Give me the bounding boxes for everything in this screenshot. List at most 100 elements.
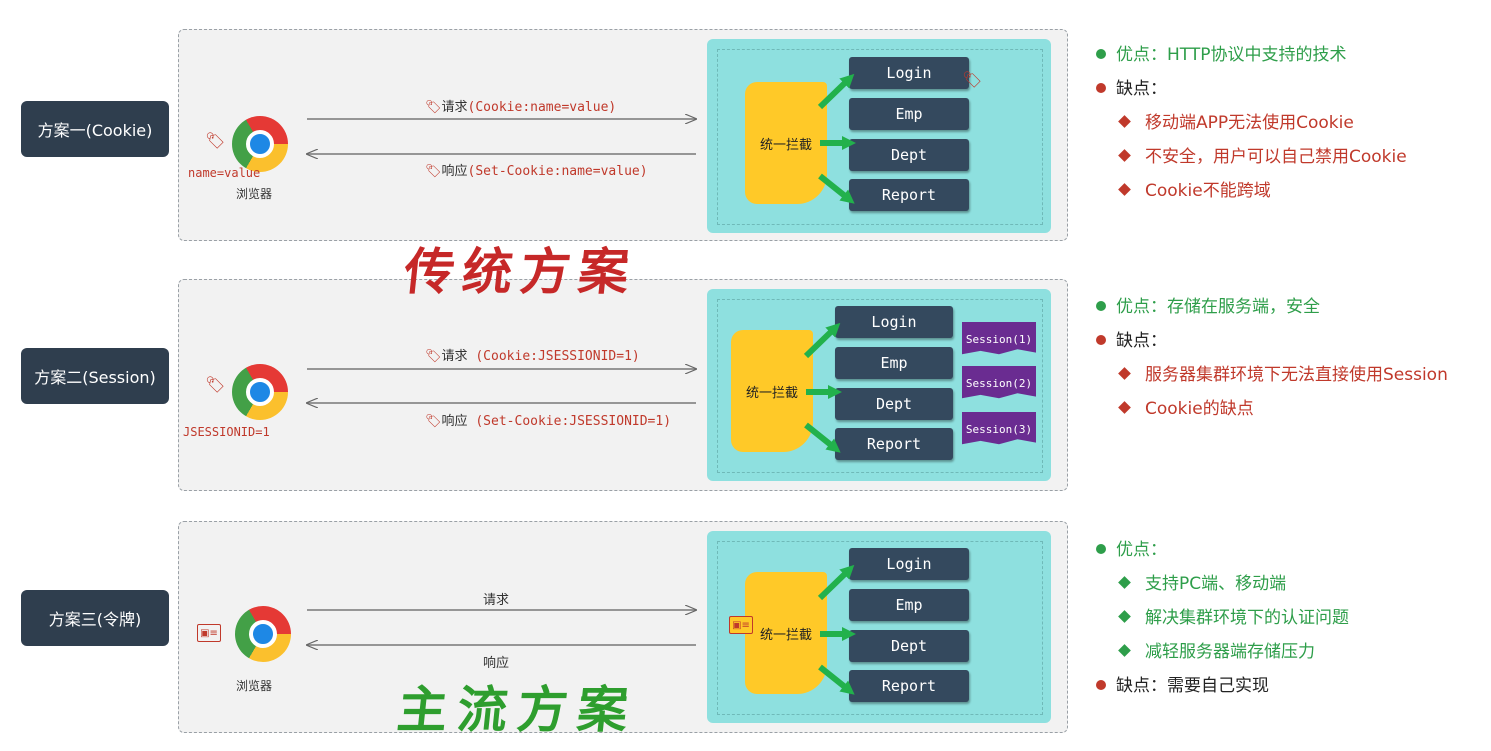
dispatch-arrow	[818, 664, 855, 695]
endpoint-dept: Dept	[849, 139, 969, 171]
note-sub: 不安全，用户可以自己禁用Cookie	[1096, 140, 1407, 174]
scheme1-notes: 优点：HTTP协议中支持的技术 缺点： 移动端APP无法使用Cookie 不安全…	[1096, 38, 1407, 208]
note-sub: 减轻服务器端存储压力	[1096, 635, 1349, 669]
bullet-dot	[1096, 544, 1106, 554]
note-text: 缺点：	[1116, 79, 1167, 99]
endpoint-dept: Dept	[835, 388, 953, 420]
tag-icon: 🏷	[205, 131, 226, 150]
response-label: 🏷响应 (Set-Cookie:JSESSIONID=1)	[425, 410, 671, 429]
dispatch-arrow	[804, 422, 841, 453]
note-text: 优点：存储在服务端，安全	[1116, 297, 1320, 317]
note-sub: 移动端APP无法使用Cookie	[1096, 106, 1407, 140]
mainstream-annotation: 主流方案	[394, 680, 641, 739]
server-inner-border	[717, 49, 1043, 225]
note-text: 不安全，用户可以自己禁用Cookie	[1145, 147, 1407, 167]
tag-icon: 🏷	[425, 100, 442, 115]
id-card-icon: ▣≡	[729, 616, 753, 634]
request-code: (Cookie:JSESSIONID=1)	[467, 349, 640, 364]
note-text: 服务器集群环境下无法直接使用Session	[1145, 365, 1448, 385]
note-pro: 优点：存储在服务端，安全	[1096, 290, 1448, 324]
response-prefix: 响应	[483, 656, 510, 671]
server-inner-border	[717, 541, 1043, 715]
note-sub: 解决集群环境下的认证问题	[1096, 601, 1349, 635]
bullet-diamond	[1118, 610, 1131, 623]
note-sub: 支持PC端、移动端	[1096, 567, 1349, 601]
note-text: 移动端APP无法使用Cookie	[1145, 113, 1354, 133]
tag-icon: 🏷	[425, 164, 442, 179]
tag-icon: 🏷	[962, 70, 983, 89]
scheme2-notes: 优点：存储在服务端，安全 缺点： 服务器集群环境下无法直接使用Session C…	[1096, 290, 1448, 426]
note-text: 减轻服务器端存储压力	[1145, 642, 1315, 662]
interceptor: 统一拦截	[731, 330, 813, 452]
session-3: Session(3)	[962, 412, 1036, 445]
response-prefix: 响应	[441, 164, 468, 179]
tag-icon: 🏷	[425, 414, 442, 429]
response-code: (Set-Cookie:JSESSIONID=1)	[467, 414, 672, 429]
id-card-icon: ▣≡	[197, 624, 221, 642]
response-prefix: 响应	[441, 414, 468, 429]
note-text: Cookie的缺点	[1145, 399, 1254, 419]
traditional-annotation: 传统方案	[401, 242, 640, 301]
note-text: 缺点：需要自己实现	[1116, 676, 1269, 696]
session-2: Session(2)	[962, 366, 1036, 399]
response-label: 🏷响应(Set-Cookie:name=value)	[425, 160, 648, 179]
note-text: 优点：	[1116, 540, 1167, 560]
dispatch-arrow	[803, 322, 841, 359]
bullet-diamond	[1118, 367, 1131, 380]
chrome-browser-icon	[232, 116, 288, 172]
response-code: (Set-Cookie:name=value)	[467, 164, 648, 179]
chrome-browser-icon	[235, 606, 291, 662]
browser-label: 浏览器	[236, 679, 273, 693]
bullet-diamond	[1118, 401, 1131, 414]
note-con: 缺点：	[1096, 324, 1448, 358]
scheme1-label: 方案一(Cookie)	[21, 101, 169, 157]
tag-icon: 🏷	[205, 375, 226, 394]
request-label: 🏷请求(Cookie:name=value)	[425, 96, 616, 115]
browser-label: 浏览器	[236, 187, 273, 201]
interceptor: 统一拦截	[745, 572, 827, 694]
note-text: 缺点：	[1116, 331, 1167, 351]
note-text: 支持PC端、移动端	[1145, 574, 1287, 594]
bullet-dot	[1096, 83, 1106, 93]
request-prefix: 请求	[441, 349, 468, 364]
interceptor: 统一拦截	[745, 82, 827, 204]
bullet-diamond	[1118, 115, 1131, 128]
note-pro: 优点：HTTP协议中支持的技术	[1096, 38, 1407, 72]
note-text: 解决集群环境下的认证问题	[1145, 608, 1349, 628]
server-inner-border	[717, 299, 1043, 473]
endpoint-report: Report	[849, 179, 969, 211]
tag-icon: 🏷	[425, 349, 442, 364]
request-prefix: 请求	[441, 100, 468, 115]
request-prefix: 请求	[483, 593, 510, 608]
endpoint-login: Login	[849, 548, 969, 580]
note-con: 缺点：需要自己实现	[1096, 669, 1349, 703]
endpoint-emp: Emp	[849, 589, 969, 621]
response-label: 响应	[483, 652, 509, 671]
browser-cookie-value: JSESSIONID=1	[183, 425, 270, 439]
endpoint-report: Report	[835, 428, 953, 460]
scheme3-notes: 优点： 支持PC端、移动端 解决集群环境下的认证问题 减轻服务器端存储压力 缺点…	[1096, 533, 1349, 703]
note-con: 缺点：	[1096, 72, 1407, 106]
browser-cookie-value: name=value	[188, 166, 261, 180]
request-label: 请求	[483, 589, 509, 608]
bullet-diamond	[1118, 644, 1131, 657]
dispatch-arrow	[818, 173, 855, 204]
bullet-dot	[1096, 301, 1106, 311]
endpoint-login: Login	[849, 57, 969, 89]
note-sub: 服务器集群环境下无法直接使用Session	[1096, 358, 1448, 392]
note-sub: Cookie的缺点	[1096, 392, 1448, 426]
bullet-dot	[1096, 49, 1106, 59]
bullet-diamond	[1118, 576, 1131, 589]
dispatch-arrow	[817, 564, 855, 601]
endpoint-login: Login	[835, 306, 953, 338]
bullet-dot	[1096, 335, 1106, 345]
scheme2-label: 方案二(Session)	[21, 348, 169, 404]
endpoint-emp: Emp	[849, 98, 969, 130]
endpoint-dept: Dept	[849, 630, 969, 662]
chrome-browser-icon	[232, 364, 288, 420]
scheme3-label: 方案三(令牌)	[21, 590, 169, 646]
bullet-diamond	[1118, 149, 1131, 162]
bullet-dot	[1096, 680, 1106, 690]
endpoint-report: Report	[849, 670, 969, 702]
